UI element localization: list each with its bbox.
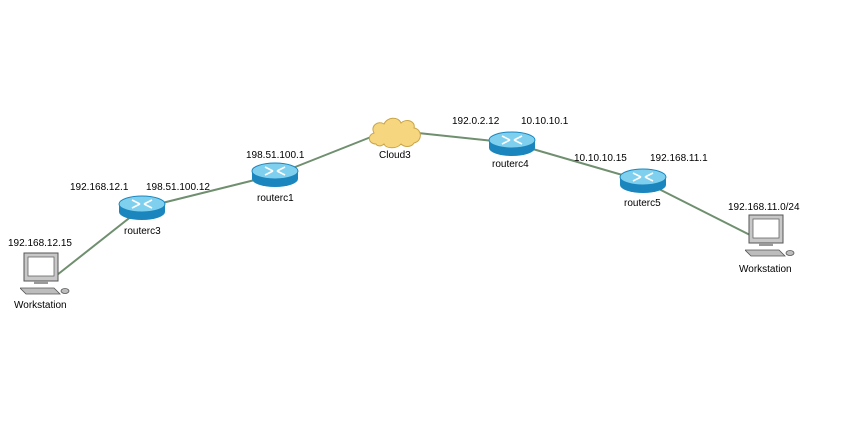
- routerc3-lan-ip-label: 192.168.12.1: [70, 182, 129, 193]
- routerc1-wan-ip-label: 198.51.100.1: [246, 150, 305, 161]
- workstation-right-net-label: 192.168.11.0/24: [728, 202, 800, 213]
- routerc4-lan-ip-label: 10.10.10.1: [521, 116, 569, 127]
- routerc4-label: routerc4: [492, 159, 529, 170]
- routerc3-label: routerc3: [124, 226, 161, 237]
- router-icon[interactable]: [488, 130, 536, 160]
- routerc5-lan-ip-label: 192.168.11.1: [650, 153, 708, 164]
- routerc5-wan-ip-label: 10.10.10.15: [574, 153, 627, 164]
- routerc5-label: routerc5: [624, 198, 661, 209]
- workstation-right-label: Workstation: [739, 264, 792, 275]
- workstation-icon[interactable]: [745, 214, 797, 260]
- routerc4-wan-ip-label: 192.0.2.12: [452, 116, 500, 127]
- routerc1-label: routerc1: [257, 193, 294, 204]
- router-icon[interactable]: [118, 194, 166, 224]
- router-icon[interactable]: [251, 161, 299, 191]
- workstation-icon[interactable]: [20, 252, 72, 298]
- router-icon[interactable]: [619, 167, 667, 197]
- workstation-left-label: Workstation: [14, 300, 67, 311]
- routerc3-wan-ip-label: 198.51.100.12: [146, 182, 210, 193]
- workstation-left-ip-label: 192.168.12.15: [8, 238, 72, 249]
- link-ws-left-routerc3: [56, 207, 143, 276]
- cloud-icon[interactable]: [366, 114, 424, 150]
- cloud3-label: Cloud3: [379, 150, 411, 161]
